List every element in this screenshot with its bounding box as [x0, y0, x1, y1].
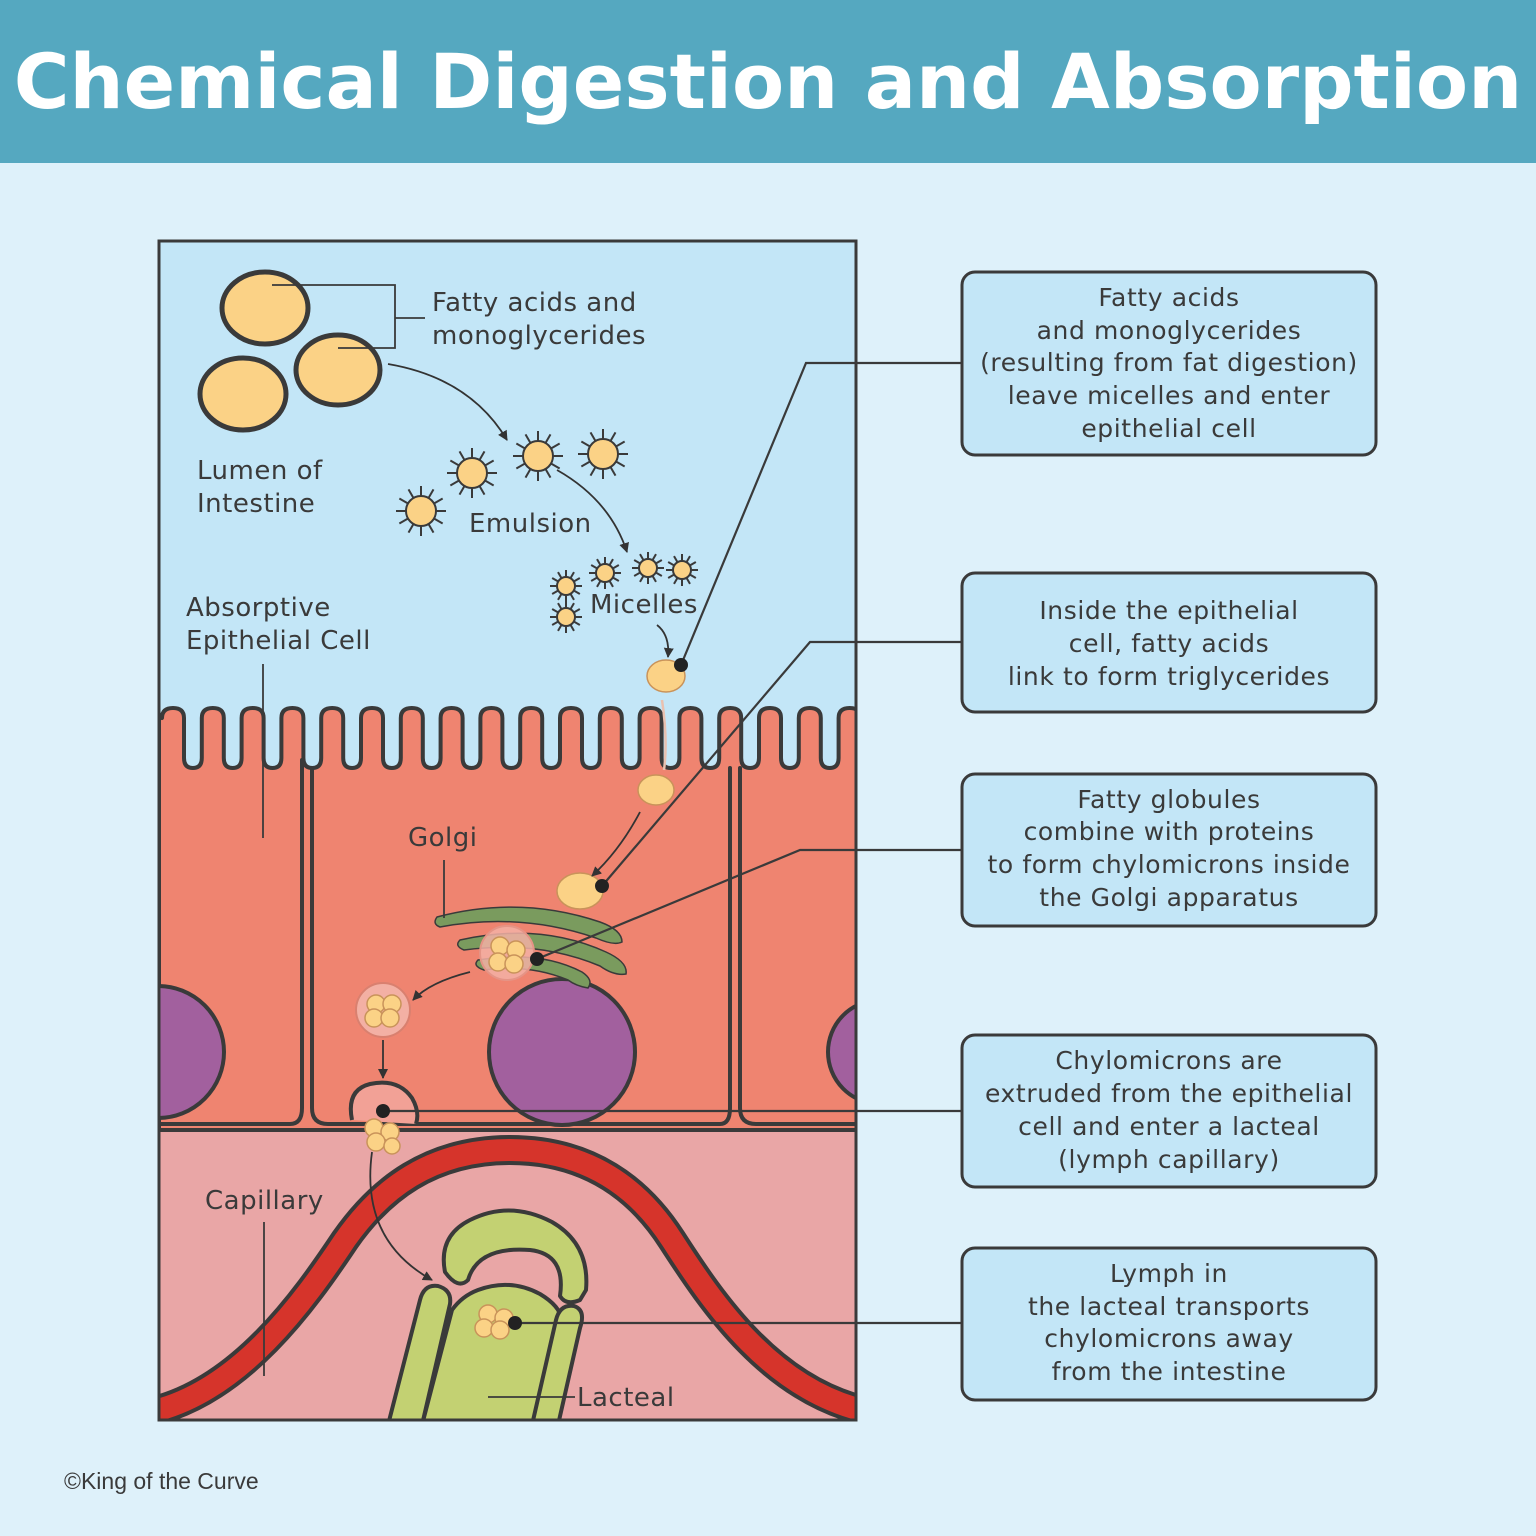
label-emulsion: Emulsion [469, 509, 592, 539]
emulsion-droplet [447, 448, 497, 498]
pathway-arrows [369, 363, 674, 1281]
callout-leaders [383, 361, 962, 1325]
callout-boxes [960, 270, 1378, 1402]
callout-4-line-1: Chylomicrons are [1055, 1046, 1282, 1075]
label-golgi: Golgi [408, 823, 478, 853]
callout-5-line-4: from the intestine [1052, 1357, 1287, 1386]
callout-3-line-1: Fatty globules [1077, 785, 1260, 814]
page-title: Chemical Digestion and Absorption [13, 37, 1523, 126]
label-lumen-2: Intestine [197, 489, 315, 519]
callout-2-line-1: Inside the epithelial [1039, 596, 1298, 625]
chylomicron-cluster [364, 994, 402, 1028]
header-bar: Chemical Digestion and Absorption [0, 0, 1536, 163]
callout-4-line-4: (lymph capillary) [1058, 1145, 1280, 1174]
callout-4-line-2: extruded from the epithelial [985, 1079, 1353, 1108]
chylomicron-in-lacteal [474, 1304, 514, 1340]
callout-3-line-3: to form chylomicrons inside [987, 850, 1350, 879]
callout-1-line-5: epithelial cell [1081, 414, 1256, 443]
label-micelles: Micelles [590, 590, 698, 620]
callout-1-line-2: and monoglycerides [1037, 316, 1302, 345]
triglyceride-droplets [556, 659, 686, 910]
emulsion-droplet [396, 486, 446, 536]
label-fatty-acids-1: Fatty acids and [432, 288, 637, 318]
emulsion-droplet [513, 431, 563, 481]
callout-5-line-1: Lymph in [1110, 1259, 1228, 1288]
cell-boundaries [159, 758, 856, 1126]
callout-2-line-2: cell, fatty acids [1069, 629, 1269, 658]
emulsion-droplet [578, 429, 628, 479]
callout-1-line-3: (resulting from fat digestion) [980, 348, 1358, 377]
callout-3-line-2: combine with proteins [1024, 817, 1315, 846]
callout-5-line-3: chylomicrons away [1044, 1324, 1294, 1353]
fatty-acids-bracket [272, 284, 425, 349]
callout-2-line-3: link to form triglycerides [1008, 662, 1330, 691]
callout-5-line-2: the lacteal transports [1028, 1292, 1310, 1321]
callout-1-line-4: leave micelles and enter [1008, 381, 1331, 410]
label-absorptive-1: Absorptive [186, 593, 331, 623]
diagram-panel-border [157, 239, 858, 1422]
label-lacteal: Lacteal [577, 1383, 675, 1413]
micelle [550, 601, 582, 633]
label-fatty-acids-2: monoglycerides [432, 321, 646, 351]
nucleus-right [826, 1003, 856, 1101]
lacteal-vessel [387, 1208, 589, 1420]
label-pointers [262, 664, 575, 1398]
micelle [589, 557, 621, 589]
label-absorptive-2: Epithelial Cell [186, 626, 371, 656]
nucleus-center [487, 977, 637, 1127]
chylomicron-in-golgi [488, 936, 526, 974]
label-capillary: Capillary [205, 1186, 324, 1216]
nucleus-left [159, 984, 226, 1120]
callout-1-line-1: Fatty acids [1098, 283, 1239, 312]
copyright-credit: ©King of the Curve [64, 1468, 259, 1494]
transport-line [660, 699, 667, 771]
chylomicron-extruded [364, 1118, 401, 1155]
micelle [550, 570, 582, 602]
label-lumen-1: Lumen of [197, 456, 323, 486]
emulsion-particles [396, 429, 698, 633]
callout-4-line-3: cell and enter a lacteal [1018, 1112, 1320, 1141]
micelle [632, 552, 664, 584]
micelle [666, 554, 698, 586]
fat-droplets [197, 269, 383, 433]
callout-3-line-4: the Golgi apparatus [1039, 883, 1298, 912]
callout-anchor-dots [376, 658, 688, 1330]
